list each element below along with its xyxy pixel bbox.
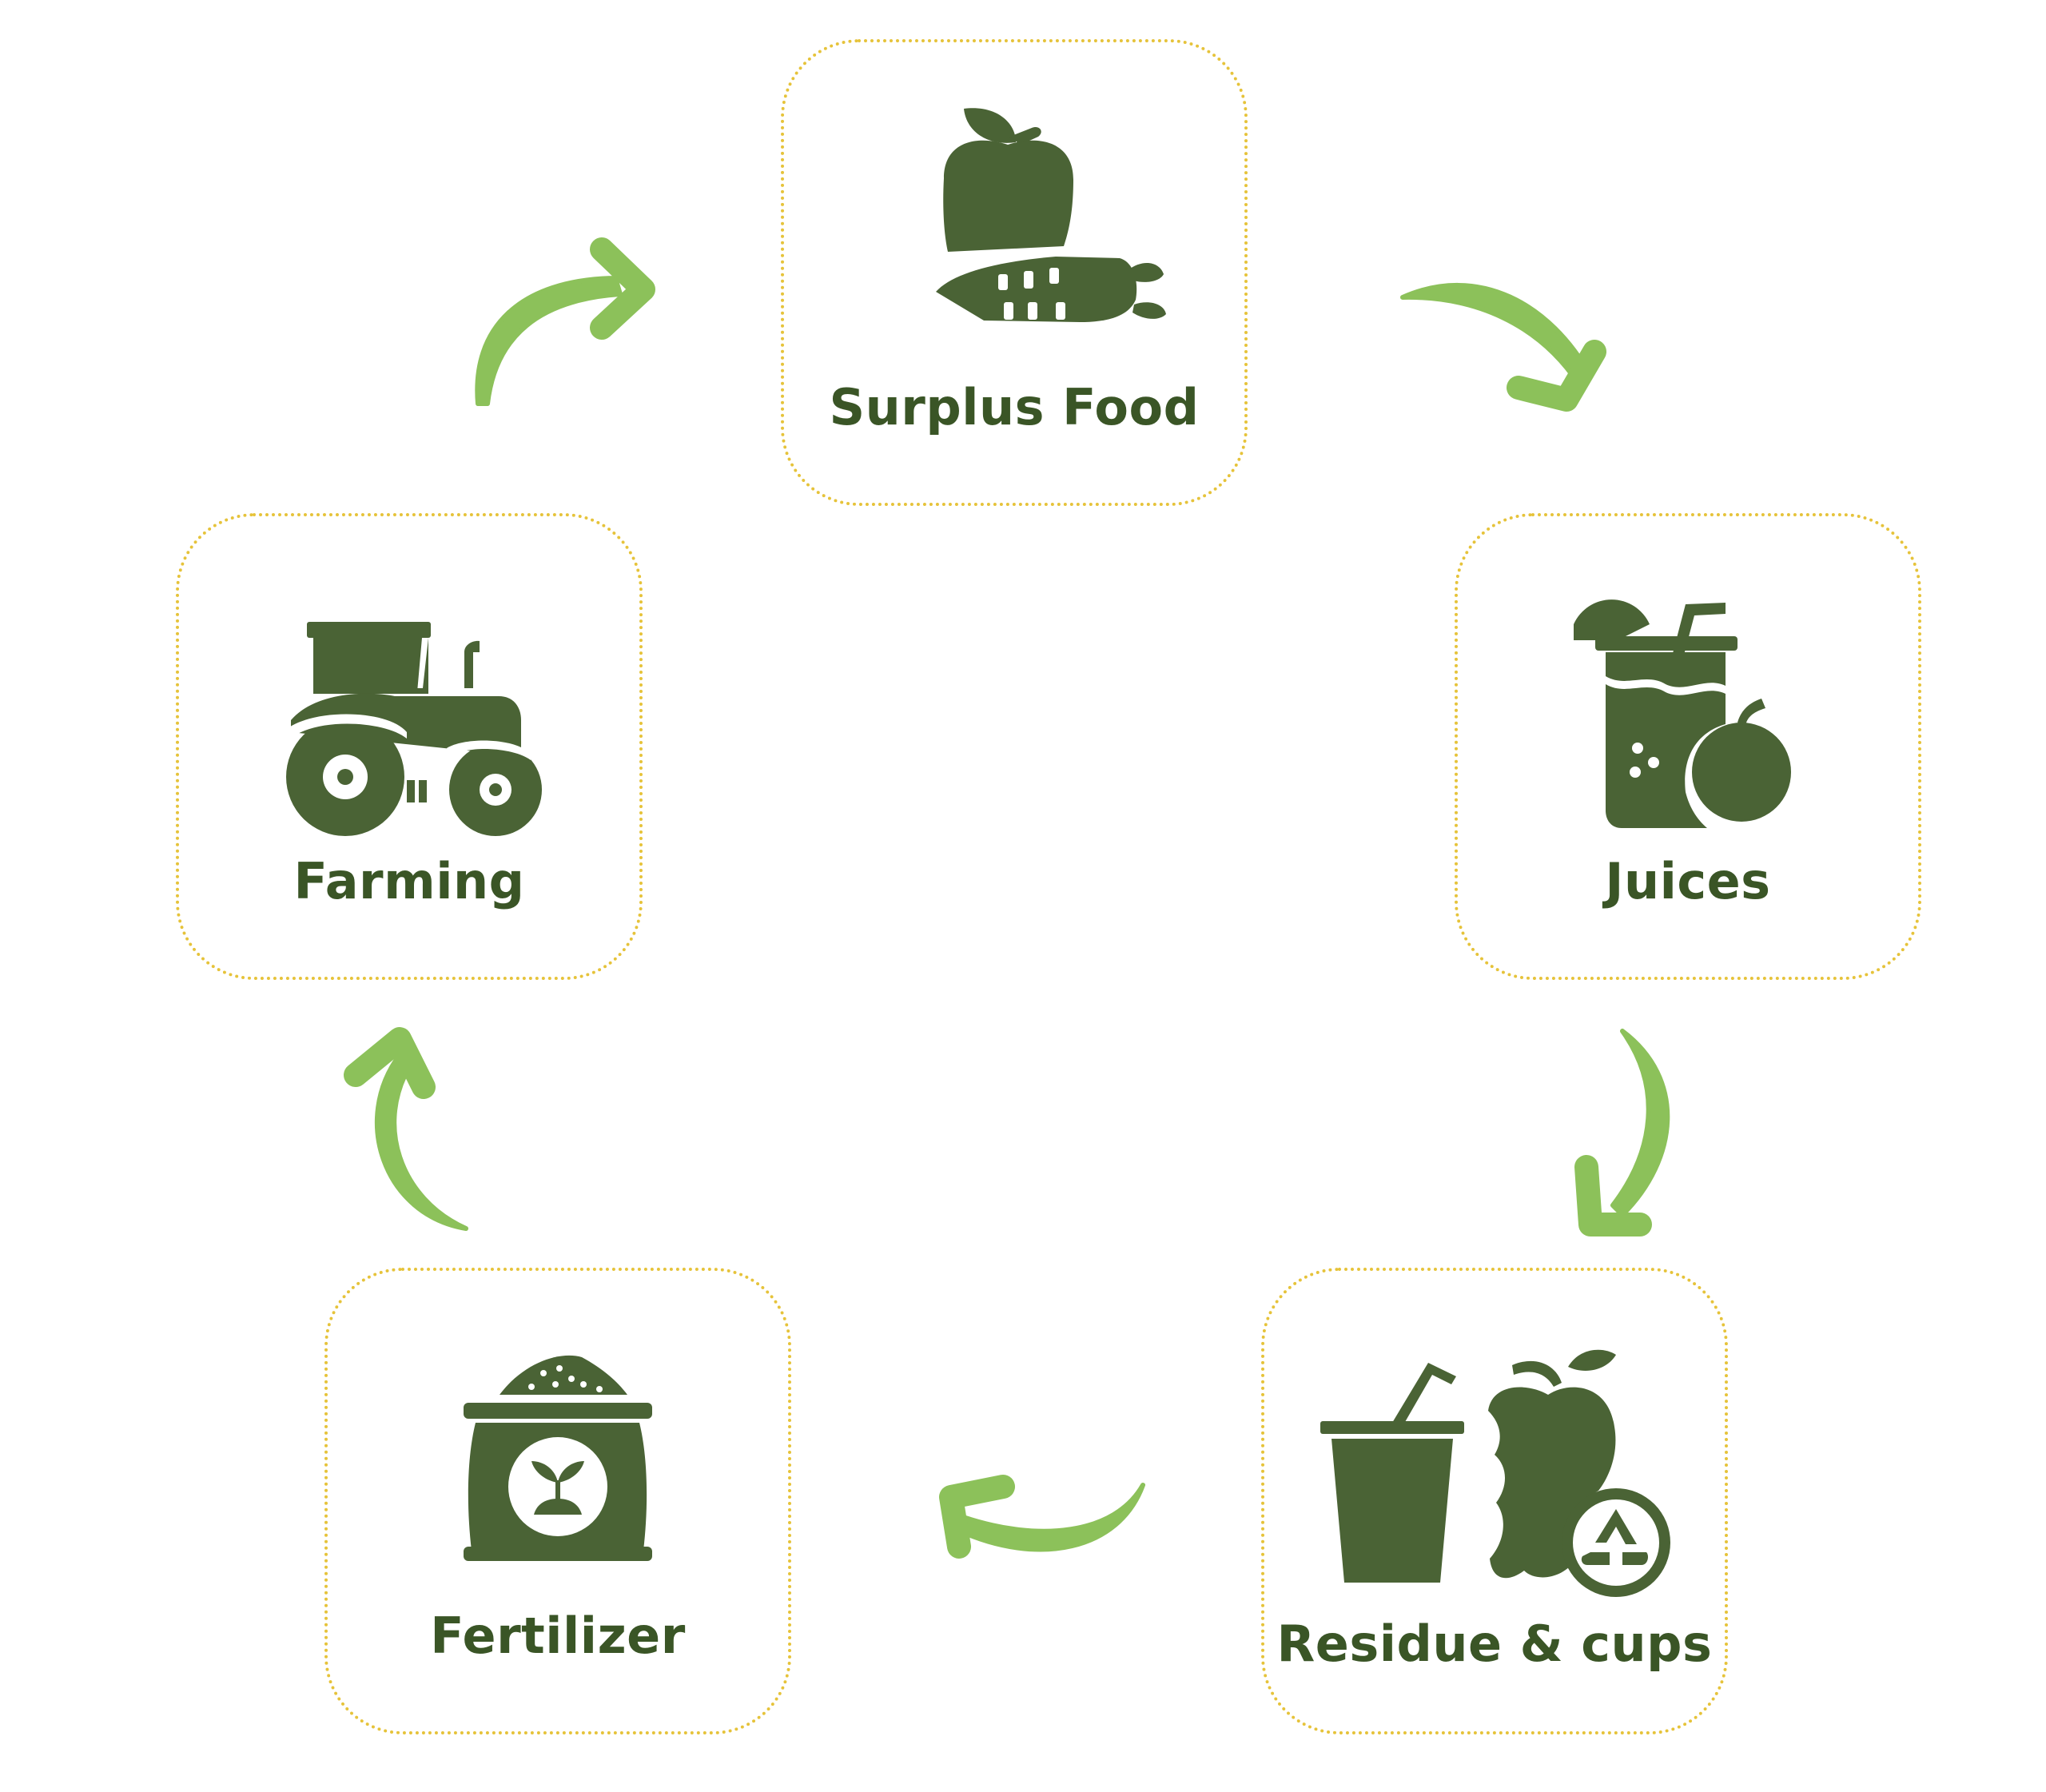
step-card-fertilizer: Fertilizer [324,1268,791,1734]
arrow-residue-to-fertilizer [939,1475,1145,1559]
arrow-juices-to-residue [1574,1029,1670,1236]
step-label: Juices [1605,852,1771,910]
step-card-farming: Farming [176,513,643,980]
fertilizer-bag-icon [464,1355,652,1561]
step-card-juices: Juices [1455,513,1921,980]
arrow-fertilizer-to-farming [344,1027,468,1231]
step-card-surplus-food: Surplus Food [781,39,1248,506]
step-label: Residue & cups [1276,1615,1713,1673]
tractor-icon [283,622,542,836]
step-label: Fertilizer [430,1607,686,1665]
step-label: Farming [293,852,525,910]
arrow-farming-to-surplus [475,237,655,406]
cup-apple-core-recycle-icon [1320,1349,1670,1597]
step-card-residue-cups: Residue & cups [1261,1268,1728,1734]
juice-glass-icon [1574,599,1791,828]
step-label: Surplus Food [829,378,1200,436]
arrow-surplus-to-juices [1400,283,1606,412]
apple-carrot-icon [936,108,1166,322]
